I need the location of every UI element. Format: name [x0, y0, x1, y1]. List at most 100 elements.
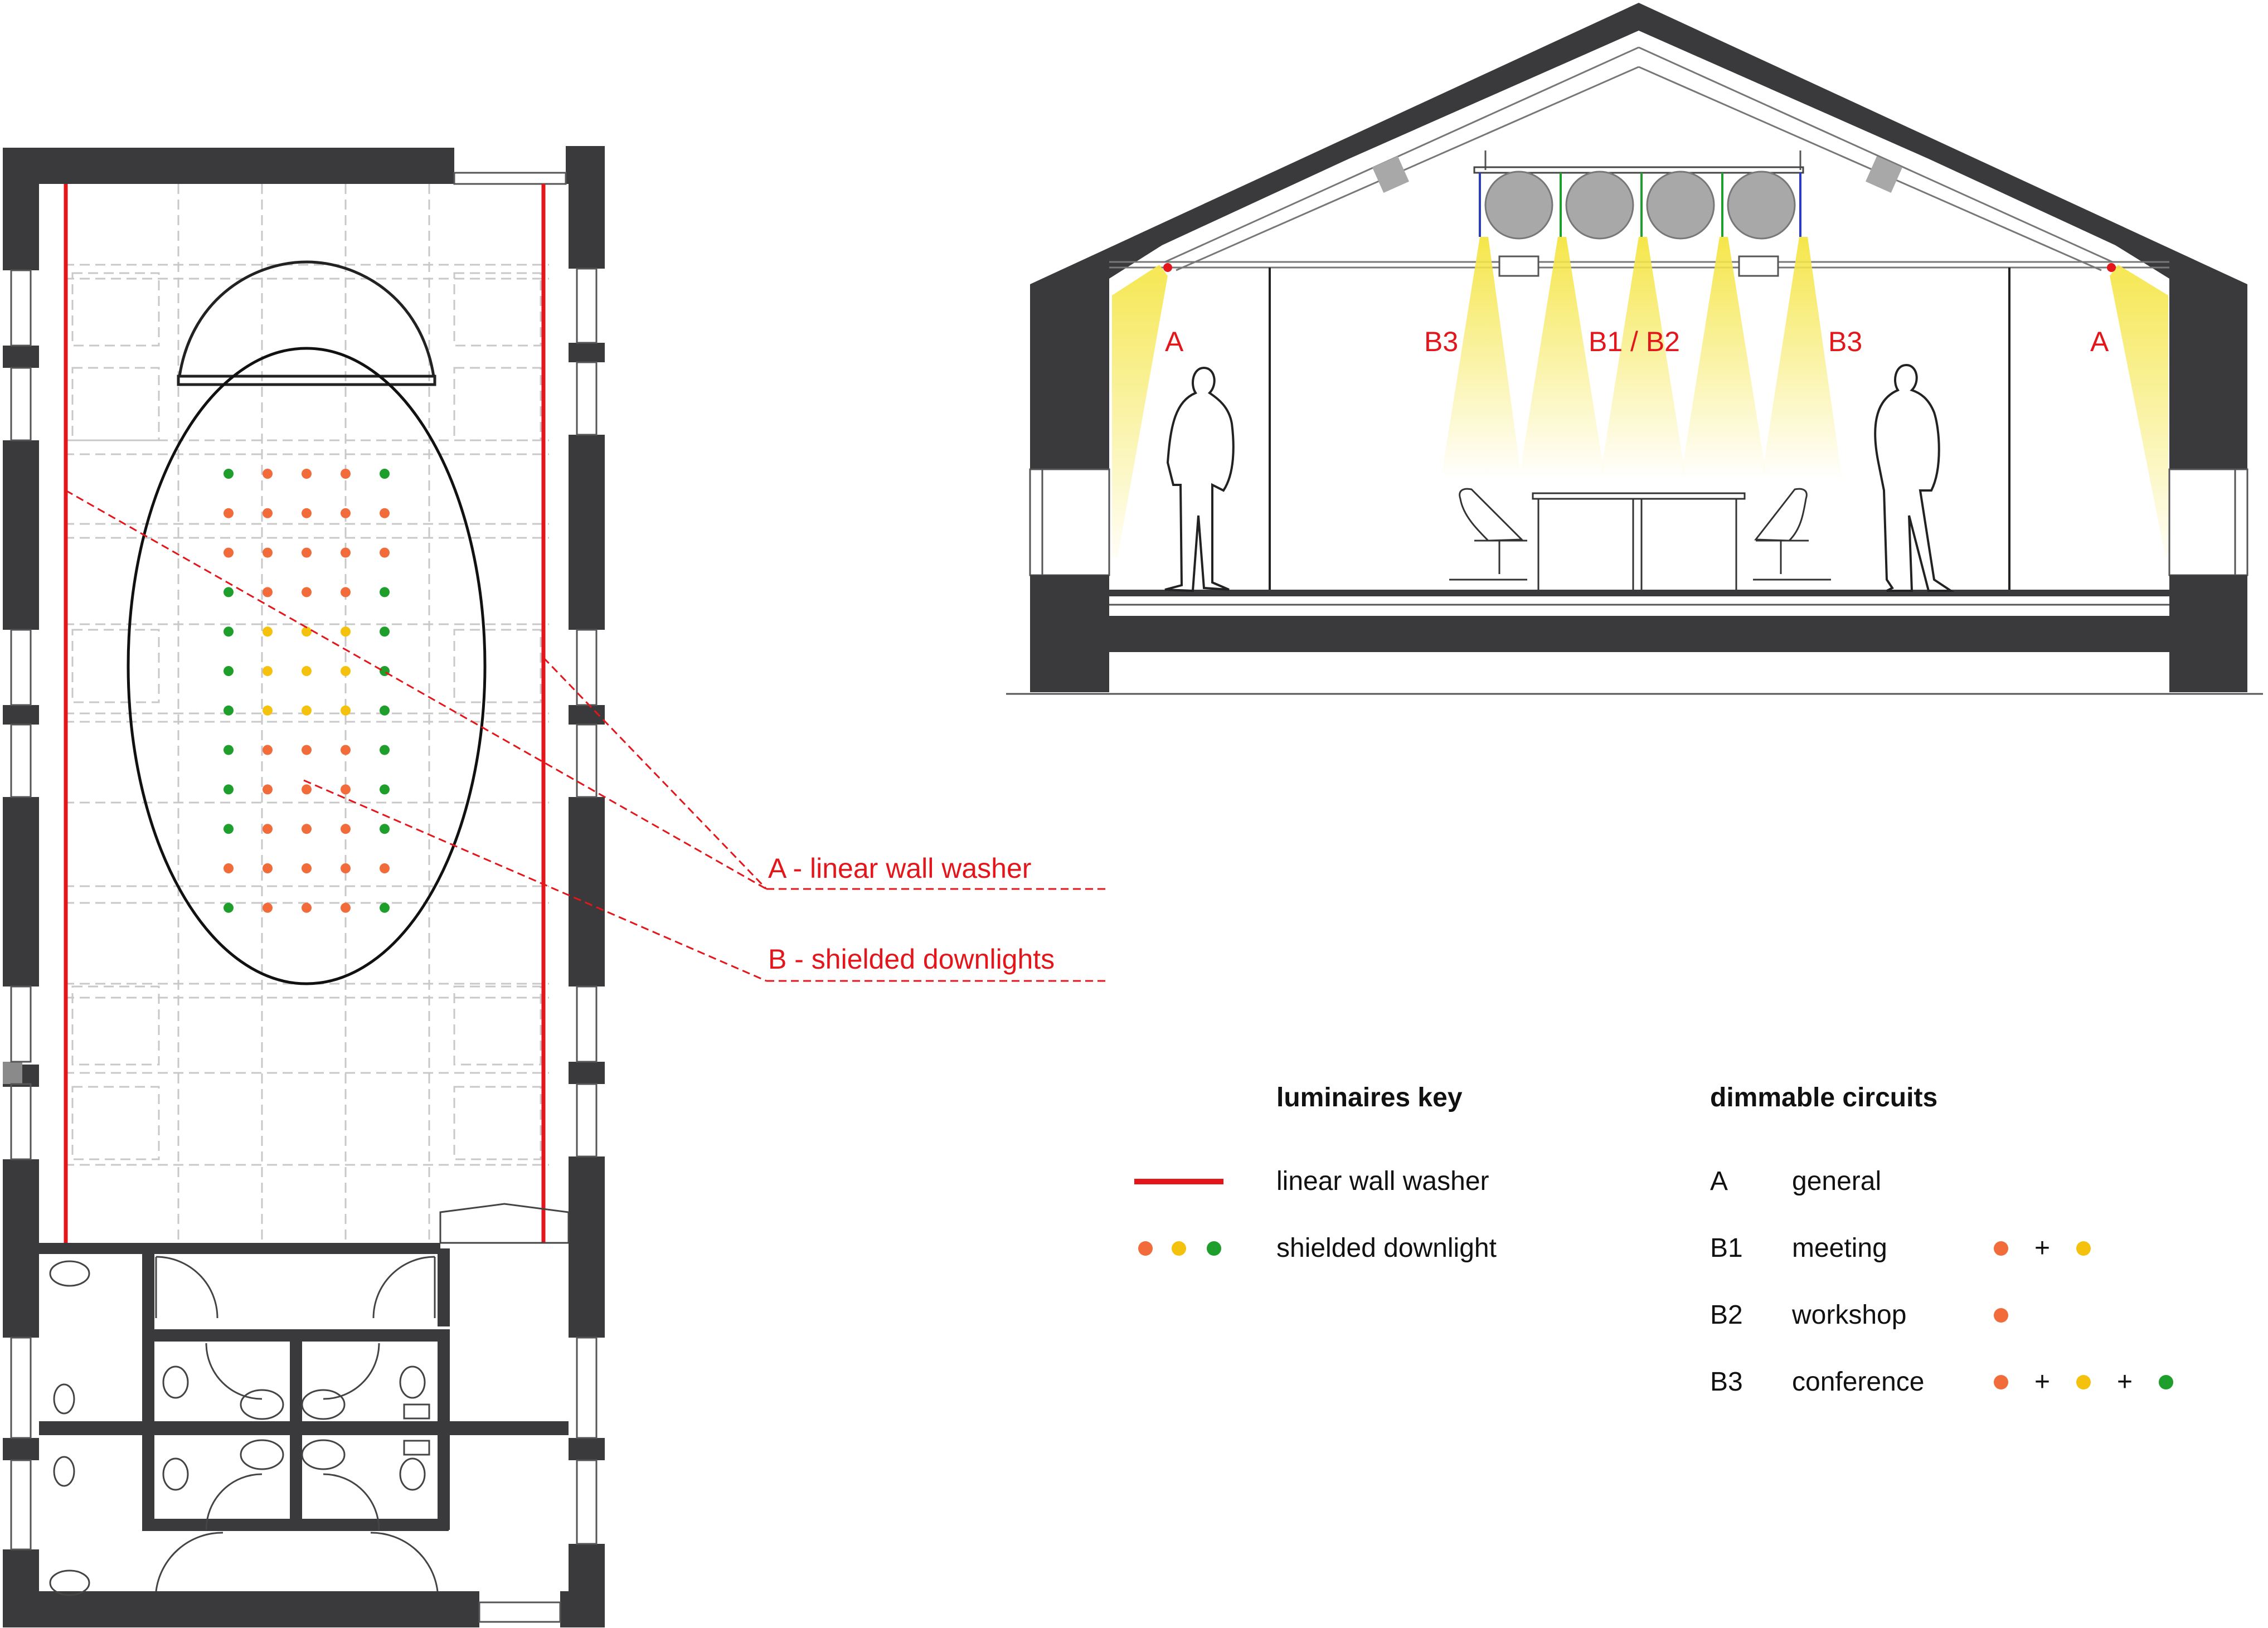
- floor-plan: A - linear wall washer B - shielded down…: [3, 146, 1106, 1627]
- downlight-dot-orange: [341, 587, 351, 597]
- plus-sign: +: [2034, 1367, 2050, 1397]
- downlight-dot-green: [224, 705, 234, 716]
- wall-washer-fixture-left: [1163, 263, 1172, 272]
- duct-3: [1646, 171, 1715, 240]
- section-label-b3-right: B3: [1828, 326, 1862, 357]
- circuit-name: workshop: [1791, 1300, 1906, 1330]
- service-core: [39, 1243, 569, 1531]
- circuit-dot-yellow: [2076, 1375, 2091, 1389]
- downlight-dot-orange: [341, 902, 351, 913]
- callout-b-label: B - shielded downlights: [768, 944, 1055, 975]
- downlight-dot-yellow: [341, 705, 351, 716]
- downlight-dot-orange: [263, 587, 273, 597]
- downlight-dot-orange: [302, 587, 312, 597]
- circuit-dot-orange: [1994, 1375, 2008, 1389]
- wall-washer-fixture-right: [2107, 263, 2116, 272]
- downlight-dot-orange: [263, 745, 273, 755]
- downlight-dot-orange: [341, 863, 351, 873]
- downlight-dot-orange: [263, 784, 273, 795]
- wall-washer-beam-left: [1112, 265, 1168, 557]
- downlight-dot-orange: [224, 863, 234, 873]
- section-wall-lower-right: [2169, 575, 2247, 692]
- chairs: [1449, 488, 1831, 581]
- plus-sign: +: [2117, 1367, 2133, 1397]
- circuit-dot-green: [2159, 1375, 2173, 1389]
- downlight-dot-orange: [263, 547, 273, 558]
- conference-tables: [1532, 492, 1746, 590]
- downlight-dot-green: [224, 902, 234, 913]
- circuit-code: B1: [1710, 1233, 1743, 1263]
- plus-sign: +: [2034, 1233, 2050, 1263]
- section-wall-lower-left: [1030, 575, 1109, 692]
- downlight-dot-yellow: [302, 705, 312, 716]
- circuit-name: conference: [1792, 1367, 1925, 1397]
- downlight-dot-green: [380, 902, 390, 913]
- downlight-dot-orange: [302, 863, 312, 873]
- downlight-dot-orange: [380, 863, 390, 873]
- downlight-swatch-green: [1207, 1241, 1221, 1256]
- downlight-dot-orange: [341, 547, 351, 558]
- person-left: [1164, 366, 1235, 592]
- section-view: A B3 B1 / B2 B3 A: [1006, 3, 2263, 695]
- human-figures: [1164, 363, 1955, 592]
- downlight-dot-green: [380, 469, 390, 479]
- section-label-a-left: A: [1165, 326, 1184, 357]
- circuit-dot-yellow: [2076, 1241, 2091, 1256]
- downlight-dot-green: [380, 626, 390, 637]
- wall-washer-legend-label: linear wall washer: [1276, 1167, 1489, 1196]
- section-label-b3-left: B3: [1424, 326, 1458, 357]
- downlight-dot-orange: [302, 902, 312, 913]
- downlight-dot-green: [380, 705, 390, 716]
- downlight-dot-yellow: [263, 626, 273, 637]
- downlight-dot-orange: [263, 508, 273, 518]
- duct-4: [1727, 171, 1796, 240]
- circuit-dot-orange: [1994, 1241, 2008, 1256]
- downlight-dot-yellow: [263, 705, 273, 716]
- circuit-code: B3: [1710, 1367, 1743, 1397]
- downlight-dot-green: [380, 824, 390, 834]
- downlight-dot-orange: [380, 547, 390, 558]
- downlight-dot-orange: [224, 547, 234, 558]
- circuit-code: A: [1710, 1167, 1728, 1196]
- downlight-dot-green: [224, 626, 234, 637]
- downlight-swatch-orange: [1138, 1241, 1153, 1256]
- downlight-swatch-yellow: [1172, 1241, 1186, 1256]
- downlight-dot-green: [380, 587, 390, 597]
- section-label-a-right: A: [2090, 326, 2109, 357]
- section-columns: [1269, 268, 2010, 590]
- circuit-code: B2: [1710, 1300, 1743, 1330]
- luminaires-key-title: luminaires key: [1276, 1083, 1463, 1112]
- downlight-dot-yellow: [341, 626, 351, 637]
- downlight-dot-orange: [302, 508, 312, 518]
- downlight-dot-orange: [263, 824, 273, 834]
- duct-assembly: [1473, 166, 1804, 277]
- downlight-dot-orange: [263, 469, 273, 479]
- downlight-dot-green: [224, 666, 234, 676]
- downlight-dot-orange: [302, 469, 312, 479]
- downlight-dot-orange: [380, 508, 390, 518]
- downlight-dot-orange: [263, 902, 273, 913]
- dimmable-circuits-title: dimmable circuits: [1710, 1083, 1937, 1112]
- downlight-dot-green: [224, 824, 234, 834]
- downlight-dot-orange: [263, 863, 273, 873]
- downlight-dot-green: [380, 745, 390, 755]
- circuit-dot-orange: [1994, 1308, 2008, 1323]
- downlight-dot-yellow: [263, 666, 273, 676]
- downlight-dot-orange: [302, 824, 312, 834]
- downlight-dot-green: [224, 745, 234, 755]
- section-label-b1-b2: B1 / B2: [1589, 326, 1680, 357]
- circuit-name: general: [1792, 1167, 1881, 1196]
- duct-2: [1565, 171, 1634, 240]
- structural-slab: [1109, 616, 2169, 652]
- elliptical-ceiling-element: [127, 347, 487, 985]
- downlight-dot-green: [380, 784, 390, 795]
- roof-vent-right: [1865, 155, 1903, 193]
- downlight-dot-orange: [341, 824, 351, 834]
- callout-a-label: A - linear wall washer: [768, 853, 1031, 884]
- fixtures: [49, 1203, 570, 1596]
- downlight-beams: [1441, 237, 1842, 479]
- floor-slab: [1109, 590, 2169, 596]
- roof-vent-left: [1372, 155, 1410, 193]
